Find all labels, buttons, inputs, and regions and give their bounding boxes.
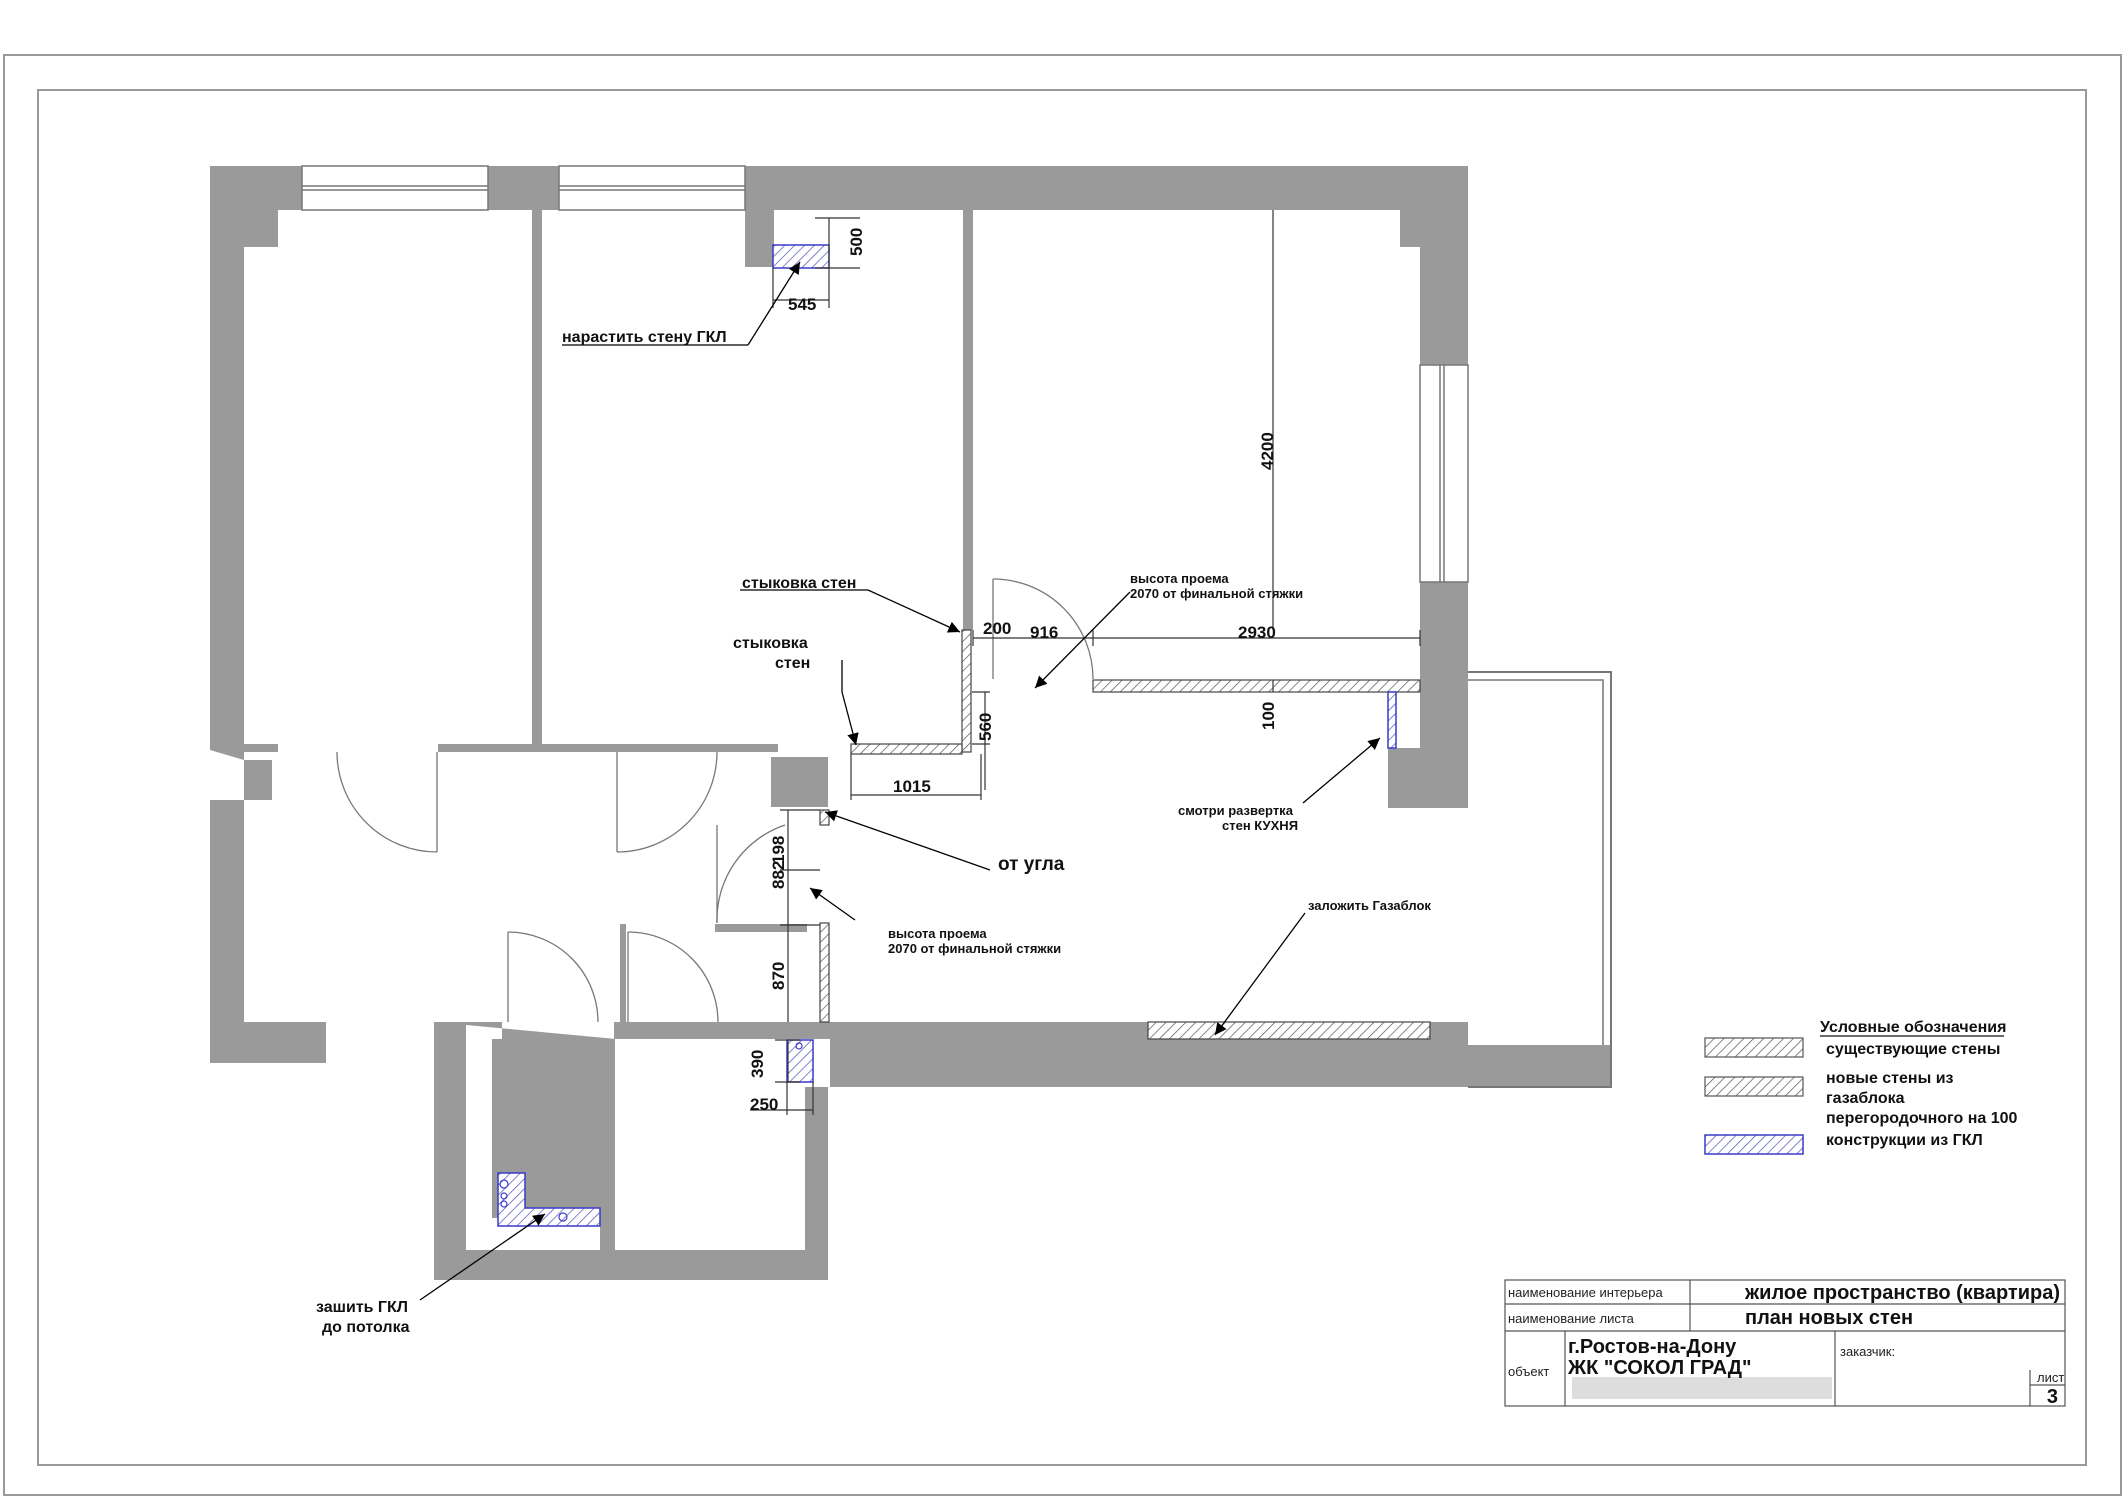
door-swings: [336, 578, 1094, 1023]
legend-new-l1: новые стены из: [1826, 1070, 1954, 1087]
tb-sheet-caption: лист: [2037, 1370, 2064, 1385]
legend-swatch-new: [1704, 1076, 1804, 1097]
annotation-wall-joint-1: стыковка стен: [742, 575, 856, 592]
partitions: [244, 210, 1420, 752]
leader-arrows: [419, 261, 1381, 1301]
annotation-opening-height-1-l1: высота проема: [1130, 571, 1229, 586]
windows: [301, 165, 1469, 583]
dim-500: 500: [847, 228, 866, 256]
dim-100: 100: [1259, 702, 1278, 730]
legend-new-l2: газаблока: [1826, 1090, 1905, 1107]
redacted-field: [1572, 1377, 1832, 1399]
annotation-wall-joint-2-l2: стен: [775, 655, 810, 672]
tb-object-caption: объект: [1508, 1364, 1549, 1379]
legend-gkl: конструкции из ГКЛ: [1826, 1132, 1983, 1149]
tb-object-l1: г.Ростов-на-Дону: [1568, 1336, 1737, 1358]
dim-390: 390: [748, 1050, 767, 1078]
annotation-sew-gkl-l1: зашить ГКЛ: [316, 1299, 408, 1316]
legend-new-l3: перегородочного на 100: [1826, 1110, 2018, 1127]
annotation-wall-joint-2-l1: стыковка: [733, 635, 808, 652]
legend-swatch-gkl: [1704, 1134, 1804, 1155]
annotation-from-corner: от угла: [998, 854, 1065, 875]
title-block: [1504, 1279, 2066, 1407]
tb-object-l2: ЖК "СОКОЛ ГРАД": [1567, 1357, 1752, 1379]
dim-250: 250: [750, 1095, 778, 1114]
annotation-sew-gkl-l2: до потолка: [322, 1319, 410, 1336]
dim-916: 916: [1030, 623, 1058, 642]
annotation-opening-height-2-l2: 2070 от финальной стяжки: [888, 941, 1061, 956]
annotation-opening-height-2-l1: высота проема: [888, 926, 987, 941]
annotation-see-kitchen-l1: смотри развертка: [1178, 803, 1294, 818]
tb-interior-caption: наименование интерьера: [1508, 1285, 1663, 1300]
balcony-outline: [1468, 671, 1612, 1088]
legend-existing: существующие стены: [1826, 1041, 2000, 1058]
dim-4200: 4200: [1258, 432, 1277, 470]
tb-sheet-name-caption: наименование листа: [1508, 1311, 1635, 1326]
tb-customer-caption: заказчик:: [1840, 1344, 1895, 1359]
inner-frame: [37, 89, 2087, 1466]
dim-200: 200: [983, 619, 1011, 638]
tb-interior-value: жилое пространство (квартира): [1744, 1282, 2060, 1304]
legend: Условные обозначения существующие стены …: [1704, 1019, 2018, 1155]
dim-870: 870: [769, 962, 788, 990]
room-interiors: [244, 210, 1420, 744]
tb-sheet-name-value: план новых стен: [1745, 1307, 1913, 1329]
annotation-opening-height-1-l2: 2070 от финальной стяжки: [1130, 586, 1303, 601]
outer-frame: [3, 54, 2122, 1496]
annotation-see-kitchen-l2: стен КУХНЯ: [1222, 818, 1298, 833]
dim-2930: 2930: [1238, 623, 1276, 642]
annotation-grow-wall: нарастить стену ГКЛ: [562, 329, 727, 346]
dimension-lines: [750, 210, 1421, 1115]
dim-1015: 1015: [893, 777, 931, 796]
dim-198: 198: [769, 836, 788, 864]
dim-545: 545: [788, 295, 816, 314]
dim-882: 882: [769, 861, 788, 889]
legend-title: Условные обозначения: [1820, 1019, 2006, 1036]
tb-sheet-number: 3: [2047, 1386, 2058, 1408]
dim-560: 560: [976, 713, 995, 741]
legend-swatch-existing: [1704, 1037, 1804, 1058]
annotation-lay-block: заложить Газаблок: [1308, 898, 1431, 913]
